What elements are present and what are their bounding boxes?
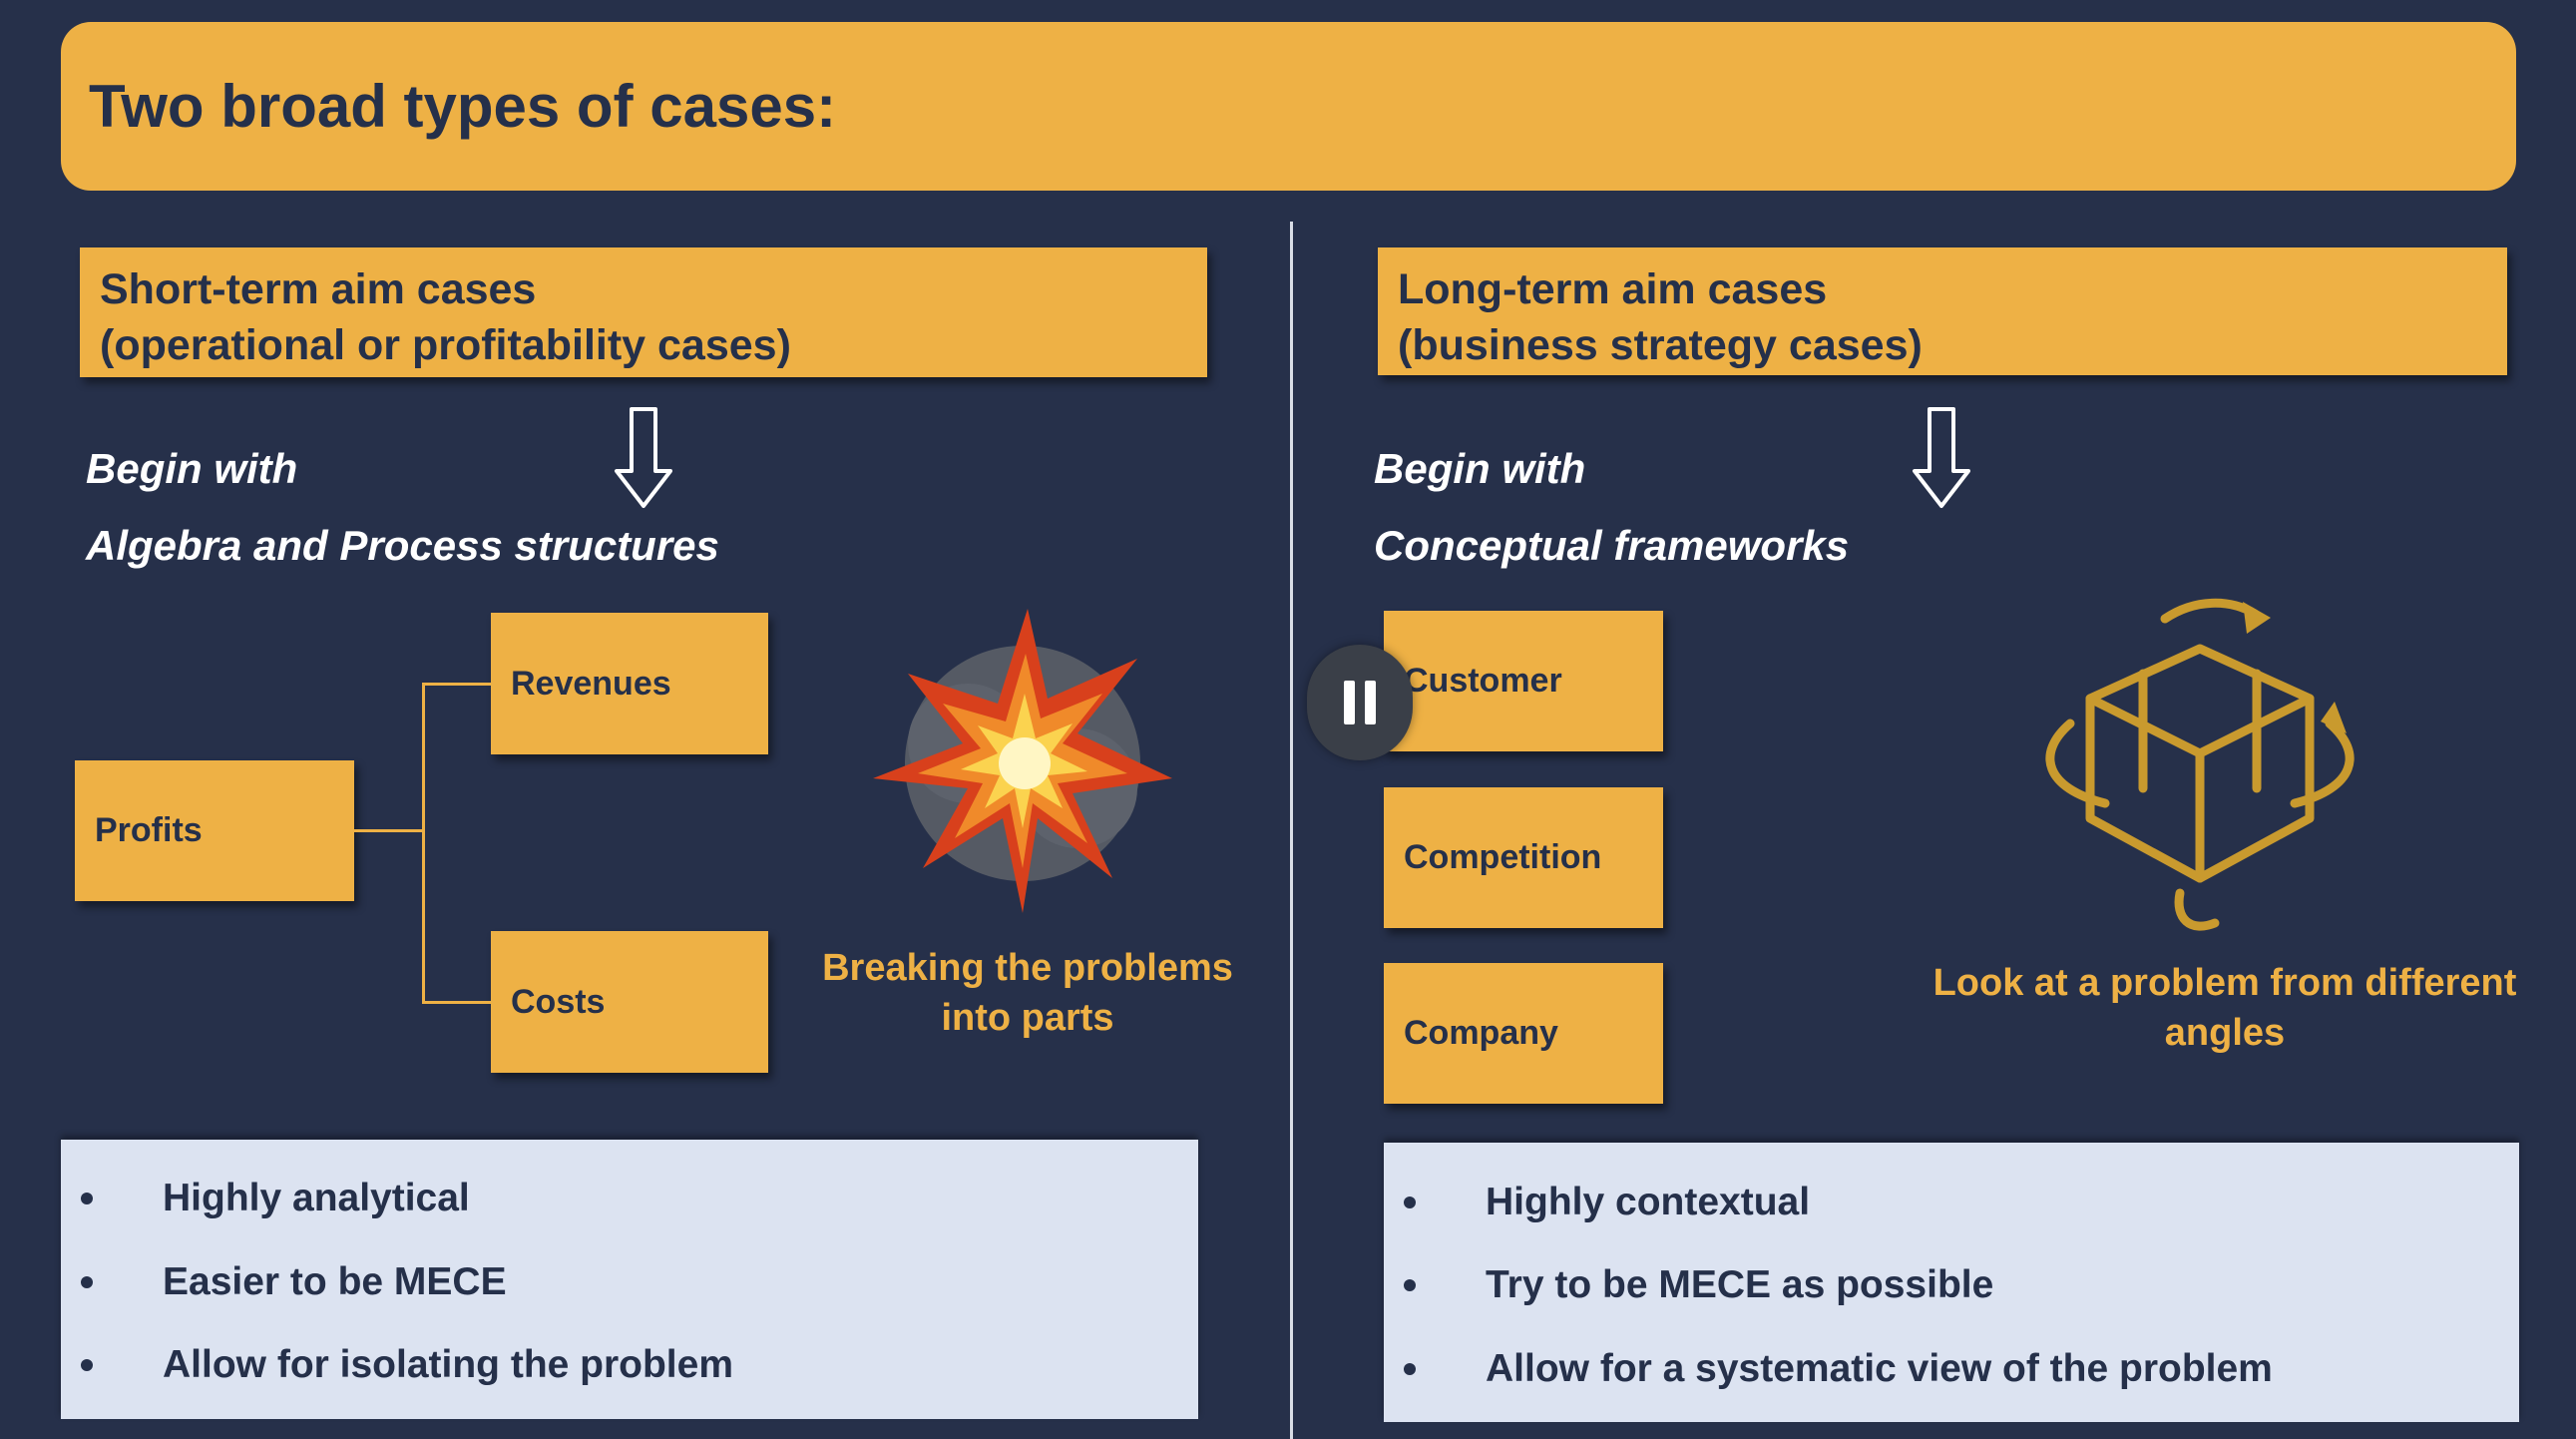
bullet-text: Highly contextual [1486, 1181, 1811, 1223]
list-item: Highly analytical [61, 1169, 470, 1228]
column-divider [1290, 222, 1293, 1439]
bullet-dot [81, 1193, 93, 1204]
short-term-header-line2: (operational or profitability cases) [100, 321, 791, 369]
competition-label: Competition [1404, 838, 1602, 876]
costs-label: Costs [511, 982, 606, 1021]
left-bullet-panel: Highly analytical Easier to be MECE Allo… [61, 1140, 1198, 1419]
short-term-header: Short-term aim cases (operational or pro… [80, 247, 1207, 377]
company-box: Company [1384, 963, 1663, 1104]
left-begin-with: Begin with [86, 445, 298, 492]
long-term-header: Long-term aim cases (business strategy c… [1378, 247, 2507, 375]
customer-box: Customer [1384, 611, 1663, 751]
pause-icon [1365, 681, 1376, 724]
down-arrow-icon [615, 407, 672, 508]
bullet-text: Highly analytical [163, 1177, 470, 1219]
pause-button[interactable] [1307, 645, 1413, 760]
right-caption: Look at a problem from different angles [1886, 958, 2564, 1058]
list-item: Allow for isolating the problem [61, 1335, 733, 1395]
long-term-header-line1: Long-term aim cases [1398, 265, 1828, 313]
short-term-header-line1: Short-term aim cases [100, 265, 537, 313]
list-item: Allow for a systematic view of the probl… [1384, 1339, 2273, 1399]
bullet-text: Try to be MECE as possible [1486, 1263, 1994, 1306]
costs-box: Costs [491, 931, 768, 1073]
customer-label: Customer [1404, 662, 1562, 700]
profits-label: Profits [95, 811, 203, 849]
bullet-text: Allow for a systematic view of the probl… [1486, 1347, 2273, 1390]
right-begin-framework: Conceptual frameworks [1374, 522, 1850, 569]
left-caption: Breaking the problems into parts [798, 943, 1257, 1043]
list-item: Easier to be MECE [61, 1252, 507, 1312]
right-caption-line2: angles [2164, 1012, 2286, 1054]
bullet-text: Allow for isolating the problem [163, 1343, 734, 1386]
tree-connector-stem [354, 829, 423, 832]
competition-box: Competition [1384, 787, 1663, 928]
left-caption-line2: into parts [941, 997, 1114, 1039]
revenues-box: Revenues [491, 613, 768, 754]
explosion-icon [873, 609, 1172, 913]
long-term-header-line2: (business strategy cases) [1398, 321, 1923, 369]
bullet-text: Easier to be MECE [163, 1260, 507, 1303]
revenues-label: Revenues [511, 664, 671, 703]
tree-connector-top [422, 683, 491, 686]
down-arrow-icon [1913, 407, 1970, 508]
pause-icon [1344, 681, 1355, 724]
right-bullet-panel: Highly contextual Try to be MECE as poss… [1384, 1143, 2519, 1422]
list-item: Try to be MECE as possible [1384, 1255, 1993, 1315]
slide-title: Two broad types of cases: [89, 73, 837, 140]
profits-box: Profits [75, 760, 354, 901]
bullet-dot [1404, 1279, 1416, 1291]
right-begin-with: Begin with [1374, 445, 1586, 492]
list-item: Highly contextual [1384, 1173, 1810, 1232]
bullet-dot [81, 1276, 93, 1288]
tree-connector-vertical [422, 683, 425, 1003]
company-label: Company [1404, 1014, 1558, 1052]
right-caption-line1: Look at a problem from different [1932, 962, 2517, 1004]
tree-connector-bottom [422, 1001, 491, 1004]
rotating-cube-icon [2045, 598, 2355, 931]
left-caption-line1: Breaking the problems [822, 947, 1233, 989]
bullet-dot [1404, 1197, 1416, 1208]
slide-title-bar: Two broad types of cases: [61, 22, 2516, 191]
bullet-dot [81, 1359, 93, 1371]
left-begin-framework: Algebra and Process structures [86, 522, 719, 569]
bullet-dot [1404, 1363, 1416, 1375]
